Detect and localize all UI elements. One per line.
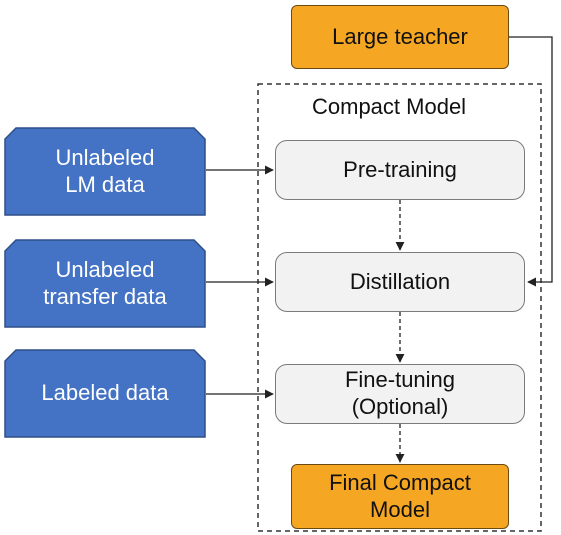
final-compact-model-label: Final Compact Model xyxy=(329,469,471,522)
step-label: Pre-training xyxy=(343,156,457,182)
arrow-teacher-to-distillation xyxy=(509,36,553,287)
data-shape xyxy=(4,239,206,328)
final-compact-model-node: Final Compact Model xyxy=(291,464,509,529)
large-teacher-node: Large teacher xyxy=(291,5,509,69)
large-teacher-label: Large teacher xyxy=(332,23,468,49)
data-shape xyxy=(4,349,206,438)
data-shape xyxy=(4,127,206,216)
step-distillation: Distillation xyxy=(275,252,525,312)
input-unlabeled-lm-data: Unlabeled LM data xyxy=(4,127,206,216)
step-finetuning: Fine-tuning (Optional) xyxy=(275,364,525,424)
input-unlabeled-transfer-data: Unlabeled transfer data xyxy=(4,239,206,328)
input-label: Labeled data xyxy=(41,380,169,406)
input-labeled-data: Labeled data xyxy=(4,349,206,438)
compact-model-group-border xyxy=(257,83,542,532)
step-pretraining: Pre-training xyxy=(275,140,525,200)
step-label: Fine-tuning (Optional) xyxy=(344,367,456,419)
input-label: Unlabeled transfer data xyxy=(43,256,167,309)
input-label: Unlabeled LM data xyxy=(55,144,155,197)
compact-model-title: Compact Model xyxy=(312,94,467,119)
step-label: Distillation xyxy=(349,268,451,294)
